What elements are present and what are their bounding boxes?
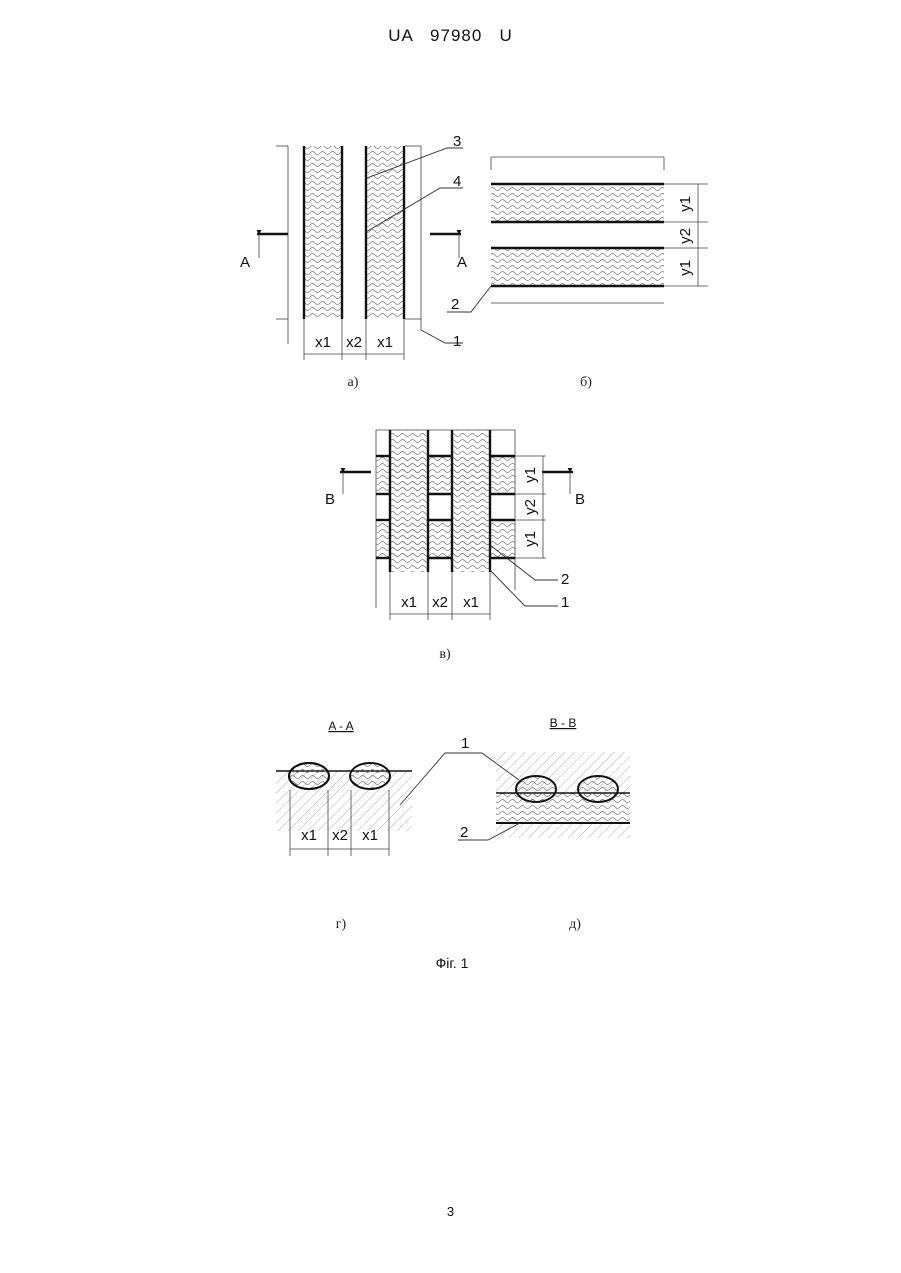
figure-caption: Фіг. 1 xyxy=(436,955,469,971)
section-mark-a-right: A xyxy=(457,254,467,271)
dim-x1-v-left: x1 xyxy=(401,594,417,611)
caption-a: а) xyxy=(348,375,359,390)
dim-x1-a-right: x1 xyxy=(377,334,393,351)
dim-y1-v-bottom: y1 xyxy=(522,531,539,547)
callout-1-d: 1 xyxy=(461,735,469,752)
panel-v: B B y1 y2 y1 x1 x2 x1 2 1 в) xyxy=(325,430,585,662)
callout-1-a: 1 xyxy=(453,333,461,350)
panel-d: B - B 1 2 д) xyxy=(400,716,630,932)
dim-x1-a-left: x1 xyxy=(315,334,331,351)
callout-2-d: 2 xyxy=(460,824,468,841)
caption-g: г) xyxy=(336,917,347,932)
section-title-bb: B - B xyxy=(550,716,577,730)
dim-x2-g: x2 xyxy=(332,827,348,844)
panel-b: y1 y2 y1 2 б) xyxy=(447,157,708,390)
dim-x1-g-right: x1 xyxy=(362,827,378,844)
panel-g: A - A x1 x2 x1 г) xyxy=(276,719,412,932)
callout-2-b: 2 xyxy=(451,296,459,313)
panel-a: A A x1 x2 x1 3 4 1 а) xyxy=(240,133,467,390)
callout-2-v: 2 xyxy=(561,571,569,588)
dim-x2-a: x2 xyxy=(346,334,362,351)
caption-v: в) xyxy=(439,647,451,662)
caption-d: д) xyxy=(569,917,581,932)
dim-y1-b-bottom: y1 xyxy=(677,260,694,276)
dim-y2-v: y2 xyxy=(522,499,539,515)
section-title-aa: A - A xyxy=(328,719,353,733)
callout-3: 3 xyxy=(453,133,461,150)
dim-x2-v: x2 xyxy=(432,594,448,611)
caption-b: б) xyxy=(580,375,592,390)
dim-y1-v-top: y1 xyxy=(522,467,539,483)
callout-4: 4 xyxy=(453,173,461,190)
dim-y2-b: y2 xyxy=(677,228,694,244)
section-mark-v-left: B xyxy=(325,491,335,508)
dim-x1-g-left: x1 xyxy=(301,827,317,844)
dim-x1-v-right: x1 xyxy=(463,594,479,611)
section-mark-v-right: B xyxy=(575,491,585,508)
section-mark-a-left: A xyxy=(240,254,250,271)
dim-y1-b-top: y1 xyxy=(677,196,694,212)
callout-1-v: 1 xyxy=(561,594,569,611)
page-number: 3 xyxy=(0,1204,901,1219)
